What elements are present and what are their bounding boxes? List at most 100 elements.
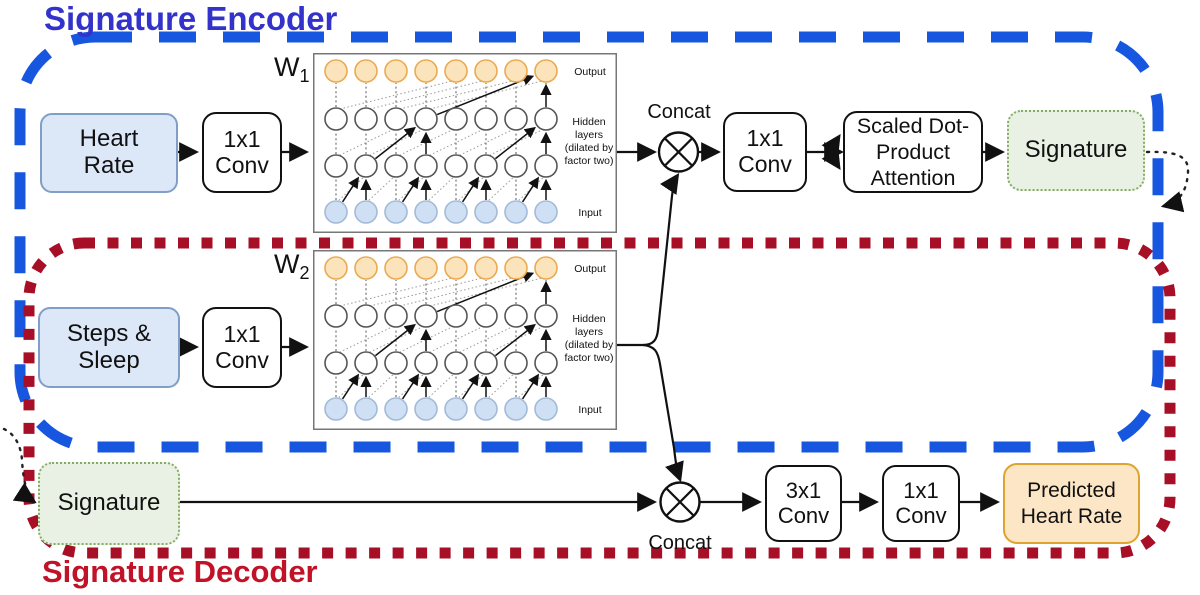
wavenet-hidden-node xyxy=(414,304,438,328)
wavenet-frame xyxy=(313,250,617,430)
wavenet-input-node xyxy=(414,397,438,421)
wavenet-output-node xyxy=(444,256,468,280)
wavenet-hidden-node xyxy=(384,304,408,328)
wavenet-hidden-node xyxy=(444,154,468,178)
predicted-heart-rate-box: Predicted Heart Rate xyxy=(1003,463,1140,544)
wavenet-hidden-node xyxy=(474,107,498,131)
wavenet-connection-solid xyxy=(521,176,540,203)
wavenet-connection-dotted xyxy=(365,371,397,401)
dotted-signature-out-link xyxy=(1145,150,1190,213)
wavenet-hidden-node xyxy=(324,154,348,178)
encoder-title: Signature Encoder xyxy=(44,0,338,37)
scaled-dot-product-attention-box: Scaled Dot-Product Attention xyxy=(843,111,983,193)
encoder-concat-label: Concat xyxy=(647,101,711,123)
wavenet-input-node xyxy=(474,200,498,224)
wavenet-input-label: Input xyxy=(578,404,601,416)
wavenet-hidden-node xyxy=(474,304,498,328)
wavenet-hidden-node xyxy=(384,351,408,375)
arrow-attention-v xyxy=(821,147,841,170)
wavenet-hidden-node xyxy=(354,304,378,328)
wavenet-hidden-node xyxy=(504,107,528,131)
wavenet-connection-dotted xyxy=(365,174,397,204)
wavenet-hidden-node xyxy=(534,351,558,375)
wavenet-output-node xyxy=(534,59,558,83)
wavenet-input-node xyxy=(504,397,528,421)
wavenet-hidden-label: layers xyxy=(575,326,603,338)
wavenet-hidden-node xyxy=(504,154,528,178)
wavenet-hidden-node xyxy=(384,154,408,178)
decoder-concat-label: Concat xyxy=(648,532,712,554)
wavenet-input-node xyxy=(324,397,348,421)
wavenet-input-node xyxy=(354,397,378,421)
wavenet-output-node xyxy=(504,256,528,280)
wavenet-output-label: Output xyxy=(574,263,606,275)
decoder-title: Signature Decoder xyxy=(42,554,318,589)
decoder-conv-1x1-box-2: 1x1 Conv xyxy=(882,465,960,542)
wavenet-connection-dotted xyxy=(425,127,487,158)
wavenet-connection-solid xyxy=(374,323,416,357)
wavenet-hidden-label: Hidden xyxy=(572,313,605,325)
wavenet-hidden-node xyxy=(324,304,348,328)
wavenet-connection-dotted xyxy=(365,324,427,355)
wavenet-connection-dotted xyxy=(455,324,517,355)
wavenet-connection-dotted xyxy=(395,324,457,355)
wavenet-hidden-node xyxy=(474,351,498,375)
wavenet-hidden-node xyxy=(414,107,438,131)
wavenet-hidden-label: (dilated by xyxy=(565,142,614,154)
wavenet-diagram-w1: Output Hidden layers (dilated by factor … xyxy=(313,53,617,233)
wavenet-input-node xyxy=(354,200,378,224)
wavenet-connection-dotted xyxy=(485,127,547,158)
wavenet-connection-dotted xyxy=(425,276,547,308)
wavenet-input-node xyxy=(324,200,348,224)
wavenet-connection-dotted xyxy=(425,324,487,355)
wavenet-connection-solid xyxy=(494,323,536,357)
wavenet-hidden-node xyxy=(414,351,438,375)
wavenet-output-node xyxy=(504,59,528,83)
wavenet-output-node xyxy=(414,256,438,280)
wavenet-hidden-label: (dilated by xyxy=(565,339,614,351)
wavenet-output-node xyxy=(534,256,558,280)
wavenet-connection-solid xyxy=(461,176,480,203)
heart-rate-input-box: Heart Rate xyxy=(40,113,178,193)
arrow-w2-to-decoder-concat xyxy=(642,343,684,483)
wavenet-hidden-node xyxy=(324,107,348,131)
arrow-attention-q xyxy=(821,134,841,157)
wavenet-connection-dotted xyxy=(395,79,517,111)
wavenet-connection-dotted xyxy=(335,324,397,355)
wavenet-input-node xyxy=(504,200,528,224)
wavenet-hidden-node xyxy=(414,154,438,178)
wavenet-hidden-node xyxy=(534,107,558,131)
wavenet-connection-dotted xyxy=(455,127,517,158)
steps-sleep-input-box: Steps & Sleep xyxy=(38,307,180,388)
wavenet-connection-solid xyxy=(461,373,480,400)
wavenet-hidden-node xyxy=(324,351,348,375)
wavenet-input-node xyxy=(534,200,558,224)
decoder-conv-3x1-box: 3x1 Conv xyxy=(765,465,842,542)
wavenet-hidden-label: Hidden xyxy=(572,116,605,128)
wavenet-frame xyxy=(313,53,617,233)
wavenet-connection-dotted xyxy=(335,127,397,158)
w1-weights-label: W1 xyxy=(274,52,310,86)
wavenet-connection-solid xyxy=(374,126,416,160)
wavenet-diagram-w2: Output Hidden layers (dilated by factor … xyxy=(313,250,617,430)
wavenet-connection-dotted xyxy=(425,174,457,204)
wavenet-output-node xyxy=(324,59,348,83)
wavenet-connection-dotted xyxy=(335,79,457,111)
wavenet-connection-dotted xyxy=(425,371,457,401)
wavenet-connection-dotted xyxy=(425,79,547,111)
wavenet-output-node xyxy=(354,256,378,280)
wavenet-connection-solid xyxy=(494,126,536,160)
wavenet-input-node xyxy=(444,397,468,421)
wavenet-connection-solid xyxy=(341,176,360,203)
wavenet-input-node xyxy=(384,397,408,421)
wavenet-hidden-node xyxy=(384,107,408,131)
w2-weights-label: W2 xyxy=(274,249,310,283)
wavenet-hidden-node xyxy=(504,304,528,328)
wavenet-input-node xyxy=(414,200,438,224)
wavenet-output-node xyxy=(474,256,498,280)
wavenet-connection-solid xyxy=(401,373,420,400)
wavenet-hidden-node xyxy=(354,351,378,375)
concat-x-icon xyxy=(663,137,694,167)
wavenet-input-node xyxy=(534,397,558,421)
